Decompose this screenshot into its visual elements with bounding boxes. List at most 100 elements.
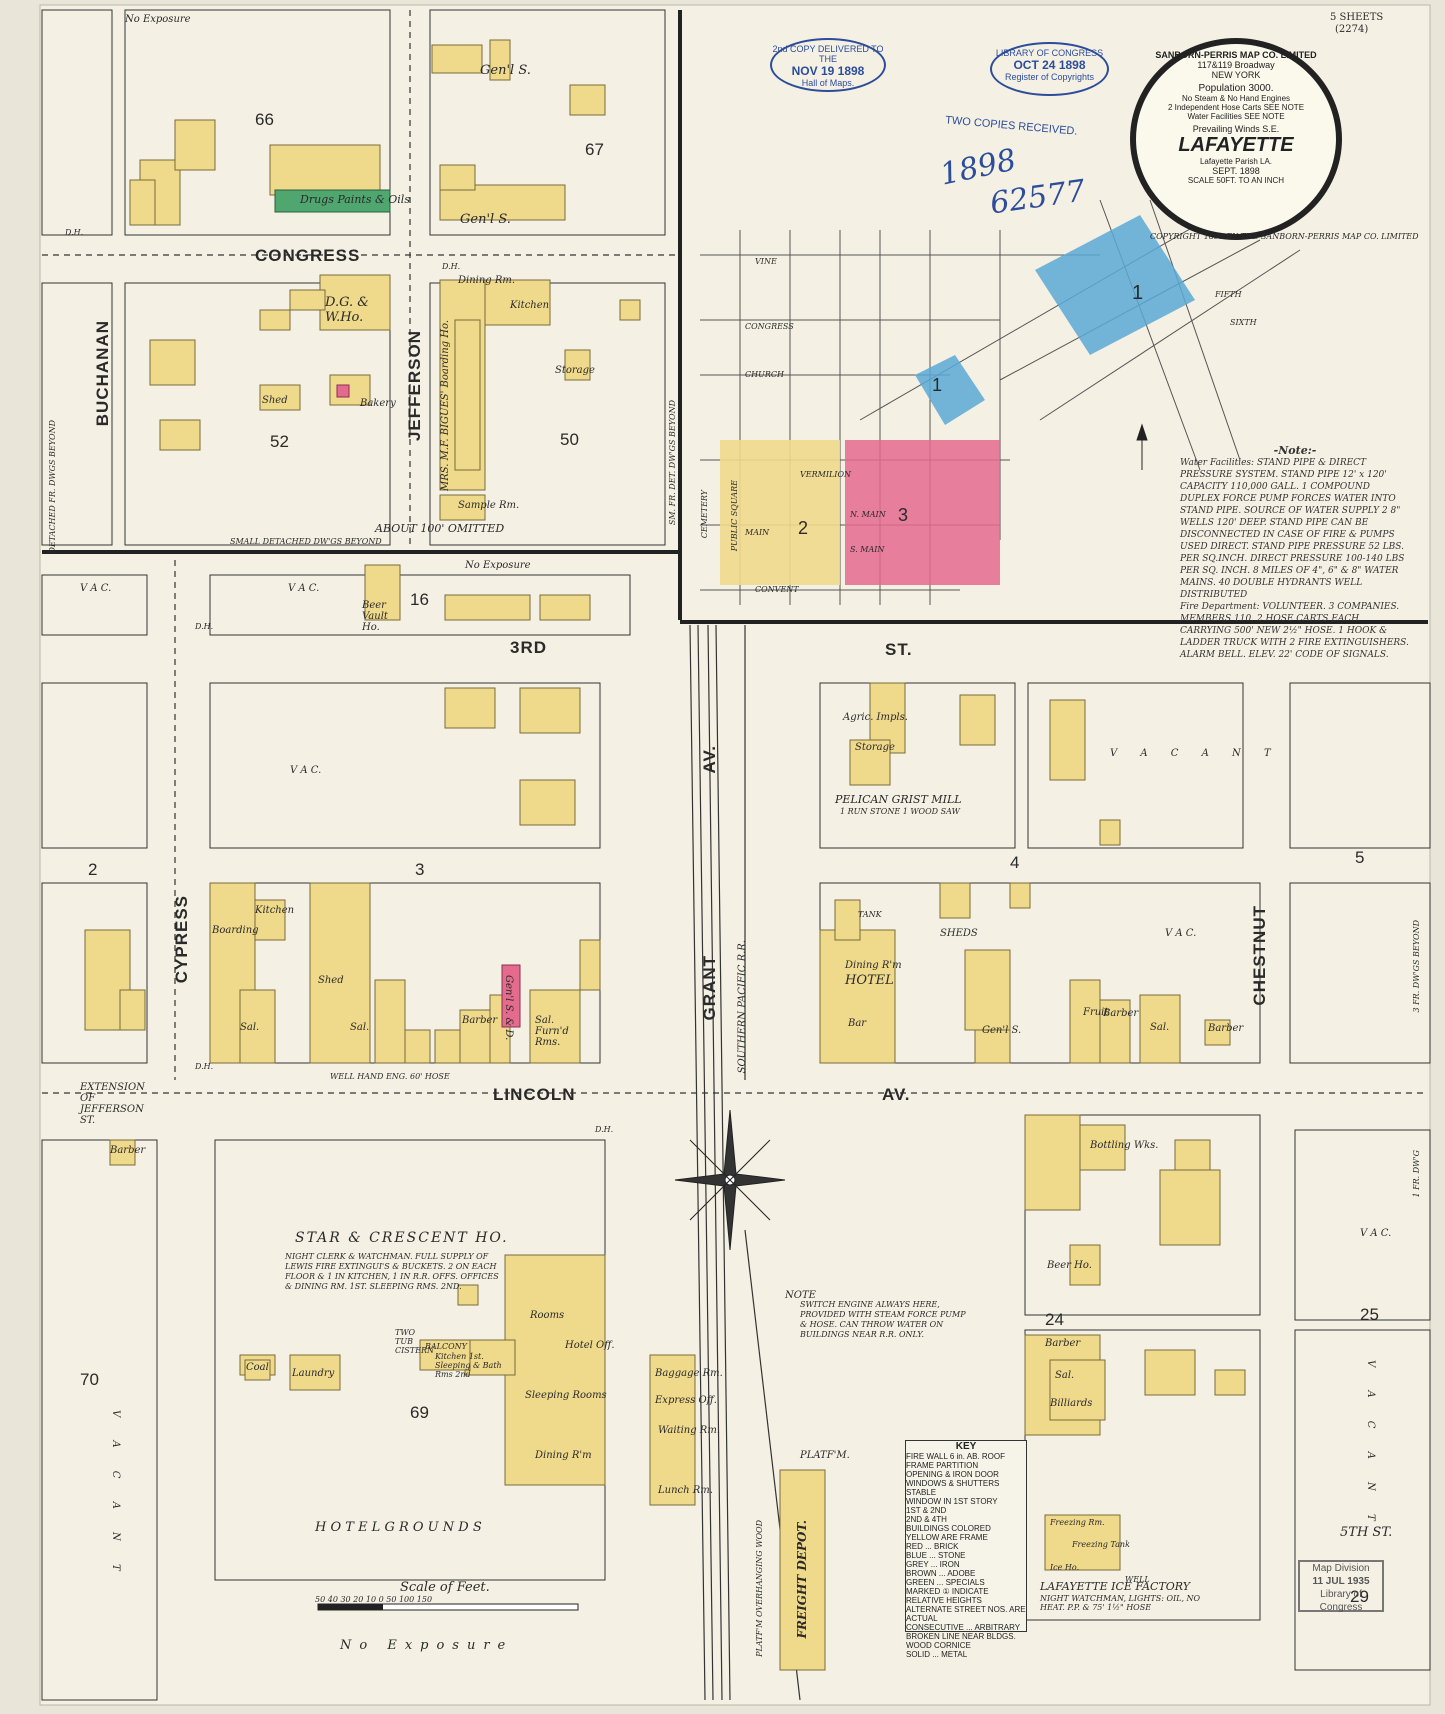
label-hotel-office: Hotel Off. xyxy=(565,1340,615,1351)
stamp-date: NOV 19 1898 xyxy=(791,64,865,78)
block-2: 2 xyxy=(88,860,98,879)
street-fifth: 5TH ST. xyxy=(1340,1525,1393,1540)
label-storage: Storage xyxy=(555,365,595,376)
label-sample-room: Sample Rm. xyxy=(458,500,520,511)
seal-city: NEW YORK xyxy=(1211,70,1261,80)
label-barber-3: Barber xyxy=(110,1145,146,1156)
block-24: 24 xyxy=(1045,1310,1064,1329)
label-hotel-dining: Dining R'm xyxy=(845,960,902,971)
label-ice-house: Ice Ho. xyxy=(1050,1563,1080,1572)
label-beer-house: Beer Ho. xyxy=(1047,1260,1092,1271)
index-sheet-1b: 1 xyxy=(932,375,943,395)
street-third: 3RD xyxy=(510,638,548,657)
street-buchanan: BUCHANAN xyxy=(93,320,112,427)
label-genl-store-dry: Gen'l S. & D. xyxy=(503,975,514,1041)
seal-copyright: COPYRIGHT 1898 BY THE SANBORN-PERRIS MAP… xyxy=(1150,232,1419,241)
label-ice-factory: LAFAYETTE ICE FACTORY xyxy=(1040,1580,1191,1593)
switch-note: SWITCH ENGINE ALWAYS HERE, PROVIDED WITH… xyxy=(800,1300,966,1339)
key-row: FRAME PARTITION xyxy=(906,1461,979,1470)
label-saloon-2: Sal. xyxy=(350,1022,370,1033)
label-dining-room: Dining Rm. xyxy=(458,275,516,286)
label-waiting-room: Waiting Rm. xyxy=(658,1425,720,1436)
seal-water: Water Facilities SEE NOTE xyxy=(1187,112,1285,121)
label-scale-of-feet: Scale of Feet. xyxy=(400,1580,490,1595)
map-key: KEY FIRE WALL 6 in. AB. ROOF FRAME PARTI… xyxy=(905,1440,1027,1659)
label-boarding: Boarding xyxy=(212,925,259,936)
stamp-top-text: 2nd COPY DELIVERED TO THE xyxy=(772,44,884,64)
label-well-hand: WELL HAND ENG. 60' HOSE xyxy=(330,1072,450,1081)
street-jefferson: JEFFERSON xyxy=(405,330,424,442)
note-title: -Note:- xyxy=(1273,444,1317,457)
stamp-date: 11 JUL 1935 xyxy=(1312,1576,1370,1587)
label-shed: Shed xyxy=(262,395,288,406)
street-st: ST. xyxy=(885,640,913,659)
label-star-crescent-note: NIGHT CLERK & WATCHMAN. FULL SUPPLY OF L… xyxy=(285,1252,499,1291)
label-star-crescent-hotel: STAR & CRESCENT HO. xyxy=(295,1230,509,1246)
label-about-omitted: ABOUT 100' OMITTED xyxy=(375,522,505,535)
key-row: 1ST & 2ND xyxy=(906,1506,947,1515)
block-4: 4 xyxy=(1010,853,1020,872)
street-centerlines xyxy=(42,10,1428,1094)
label-dg-warehouse: D.G. & W.Ho. xyxy=(325,295,369,325)
label-pelican-grist-mill: PELICAN GRIST MILL xyxy=(835,793,962,806)
stamp-map-division: Map Division xyxy=(1312,1563,1370,1574)
label-freezing-tank: Freezing Tank xyxy=(1072,1540,1130,1549)
key-row: MARKED ① INDICATE RELATIVE HEIGHTS xyxy=(906,1587,989,1605)
label-express-office: Express Off. xyxy=(655,1395,717,1406)
key-row: ALTERNATE STREET NOS. ARE ACTUAL xyxy=(906,1605,1026,1623)
label-fruit: Fruit xyxy=(1083,1007,1109,1018)
label-saloon-1: Sal. xyxy=(240,1022,260,1033)
label-dh-5: D.H. xyxy=(595,1125,614,1134)
label-detached-dwgs: DETACHED FR. DWGS BEYOND xyxy=(48,420,57,554)
label-kitchen-sleeping: Kitchen 1st. Sleeping & Bath Rms 2nd xyxy=(435,1352,502,1379)
index-street-vermilion: VERMILION xyxy=(800,470,852,479)
block-3: 3 xyxy=(415,860,425,879)
key-row: 2ND & 4TH xyxy=(906,1515,947,1524)
sheet-count: 5 SHEETS xyxy=(1330,12,1384,23)
index-sheet-2: 2 xyxy=(798,518,809,538)
index-street-fifth: FIFTH xyxy=(1215,290,1242,299)
label-shed-2: Shed xyxy=(318,975,344,986)
index-sheet-1a: 1 xyxy=(1132,282,1144,304)
block-29: 29 xyxy=(1350,1587,1369,1606)
key-row: STABLE xyxy=(906,1488,937,1497)
brick-buildings xyxy=(336,384,521,1028)
index-street-vine: VINE xyxy=(755,257,777,266)
street-lincoln: LINCOLN xyxy=(493,1085,576,1104)
label-laundry: Laundry xyxy=(292,1368,335,1379)
street-grant: GRANT xyxy=(700,955,719,1021)
street-congress: CONGRESS xyxy=(255,246,361,265)
label-baggage-room: Baggage Rm. xyxy=(655,1368,723,1379)
title-seal: SANBORN-PERRIS MAP CO. LIMITED 117&119 B… xyxy=(1130,38,1342,240)
street-cypress: CYPRESS xyxy=(172,895,191,984)
seal-parish: Lafayette Parish LA. xyxy=(1199,157,1273,166)
key-row: BROWN ... ADOBE xyxy=(906,1569,976,1578)
seal-town: LAFAYETTE xyxy=(1178,134,1294,156)
copyright-stamp: LIBRARY OF CONGRESS OCT 24 1898 Register… xyxy=(990,42,1109,96)
label-freight-depot: FREIGHT DEPOT. xyxy=(795,1520,809,1639)
label-well: WELL xyxy=(1125,1575,1150,1584)
seal-engines: No Steam & No Hand Engines xyxy=(1181,94,1291,103)
north-arrow xyxy=(1136,423,1148,470)
street-grant-av: AV. xyxy=(700,745,719,774)
hall-of-maps-stamp: 2nd COPY DELIVERED TO THE NOV 19 1898 Ha… xyxy=(770,38,886,92)
label-vac-2: V A C. xyxy=(288,583,320,594)
seal-company: SANBORN-PERRIS MAP CO. LIMITED xyxy=(1155,50,1317,60)
label-sheds: SHEDS xyxy=(940,928,978,939)
compass-rose xyxy=(674,1109,786,1251)
label-lunch-room: Lunch Rm. xyxy=(658,1485,713,1496)
key-row: GREY ... IRON xyxy=(906,1560,960,1569)
label-genl-store-3: Gen'l S. xyxy=(982,1025,1022,1036)
key-row: BLUE ... STONE xyxy=(906,1551,966,1560)
block-67: 67 xyxy=(585,140,604,159)
street-lincoln-av: AV. xyxy=(882,1085,911,1104)
label-hotel: HOTEL xyxy=(845,973,894,988)
key-row: BROKEN LINE NEAR BLDGS. WOOD CORNICE xyxy=(906,1632,1016,1650)
label-genl-store-1: Gen'l S. xyxy=(480,63,531,78)
index-street-n-main: N. MAIN xyxy=(850,510,886,519)
label-kitchen-2: Kitchen xyxy=(255,905,295,916)
label-freezing-room: Freezing Rm. xyxy=(1050,1518,1105,1527)
key-row: SOLID ... METAL xyxy=(906,1650,968,1659)
index-public-square: PUBLIC SQUARE xyxy=(730,480,739,552)
